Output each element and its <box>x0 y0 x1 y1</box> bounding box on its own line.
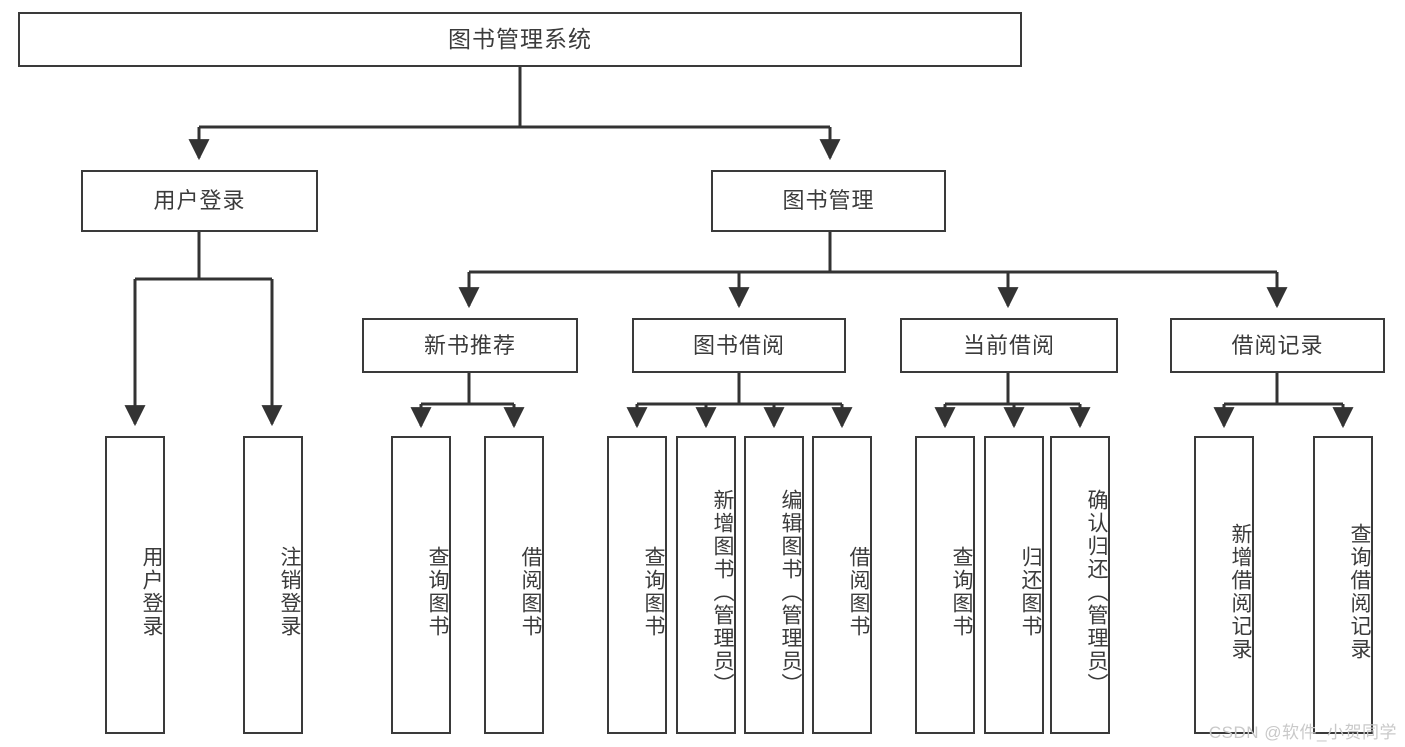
node-leaf-borrow-book-rec[interactable]: 借阅图书 <box>484 436 544 734</box>
node-leaf-borrow-book[interactable]: 借阅图书 <box>812 436 872 734</box>
node-label: 图书管理 <box>782 188 875 214</box>
watermark: CSDN @软件_小贺同学 <box>1208 723 1397 742</box>
node-label: 新增图书（管理员） <box>711 488 734 696</box>
node-leaf-query-record[interactable]: 查询借阅记录 <box>1313 436 1373 734</box>
node-label: 图书管理系统 <box>448 25 592 52</box>
node-book-borrow[interactable]: 图书借阅 <box>632 318 846 373</box>
node-leaf-query-book-borrow[interactable]: 查询图书 <box>607 436 667 734</box>
node-label: 借阅记录 <box>1231 332 1324 358</box>
node-label: 查询图书 <box>426 546 449 638</box>
node-leaf-logout[interactable]: 注销登录 <box>243 436 303 734</box>
node-label: 注销登录 <box>278 546 301 638</box>
node-book-manage[interactable]: 图书管理 <box>711 170 946 232</box>
node-current-borrow[interactable]: 当前借阅 <box>900 318 1118 373</box>
node-user-login[interactable]: 用户登录 <box>81 170 318 232</box>
node-label: 用户登录 <box>140 546 163 638</box>
node-label: 借阅图书 <box>519 546 542 638</box>
node-label: 确认归还（管理员） <box>1085 488 1108 696</box>
node-leaf-add-record[interactable]: 新增借阅记录 <box>1194 436 1254 734</box>
node-leaf-add-book[interactable]: 新增图书（管理员） <box>676 436 736 734</box>
node-label: 查询图书 <box>950 546 973 638</box>
node-label: 用户登录 <box>153 188 246 214</box>
node-label: 查询图书 <box>642 546 665 638</box>
node-label: 新书推荐 <box>423 332 516 358</box>
node-leaf-user-login[interactable]: 用户登录 <box>105 436 165 734</box>
node-label: 新增借阅记录 <box>1229 523 1252 661</box>
node-new-book-recommend[interactable]: 新书推荐 <box>362 318 578 373</box>
node-label: 查询借阅记录 <box>1348 523 1371 661</box>
node-borrow-record[interactable]: 借阅记录 <box>1170 318 1385 373</box>
node-leaf-return-book[interactable]: 归还图书 <box>984 436 1044 734</box>
node-label: 当前借阅 <box>962 332 1055 358</box>
node-label: 图书借阅 <box>692 332 785 358</box>
node-label: 借阅图书 <box>847 546 870 638</box>
node-leaf-query-book-current[interactable]: 查询图书 <box>915 436 975 734</box>
node-leaf-confirm-return[interactable]: 确认归还（管理员） <box>1050 436 1110 734</box>
node-leaf-query-book-rec[interactable]: 查询图书 <box>391 436 451 734</box>
node-label: 编辑图书（管理员） <box>779 488 802 696</box>
node-leaf-edit-book[interactable]: 编辑图书（管理员） <box>744 436 804 734</box>
node-root-system[interactable]: 图书管理系统 <box>18 12 1022 67</box>
node-label: 归还图书 <box>1019 546 1042 638</box>
